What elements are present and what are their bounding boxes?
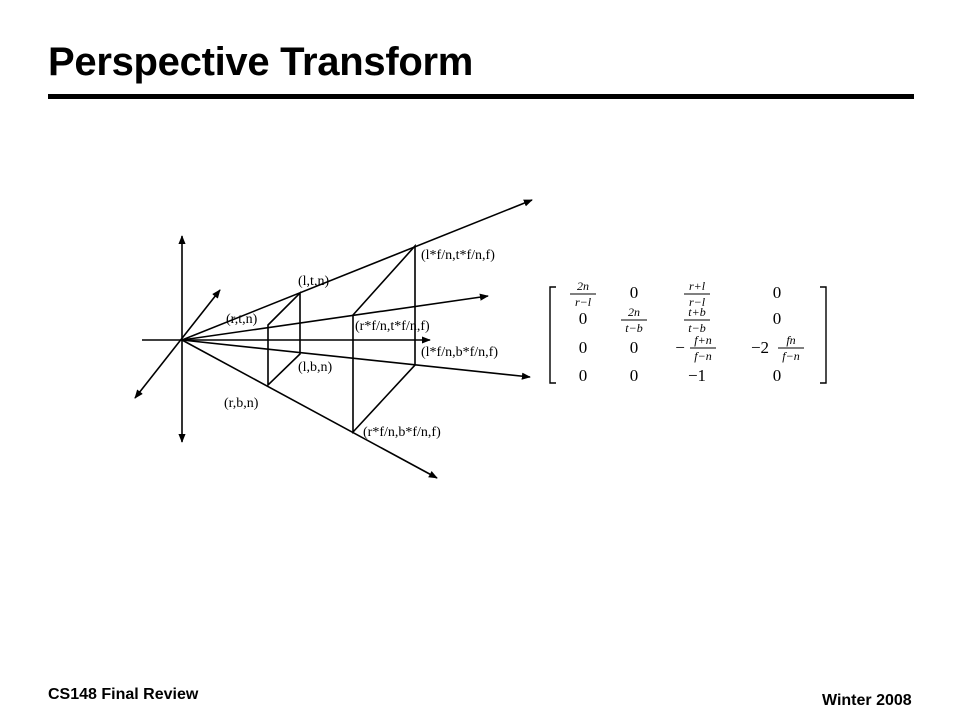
m13-num: r+l xyxy=(689,279,706,293)
near-plane xyxy=(267,291,301,387)
m24: 0 xyxy=(773,309,782,328)
m44: 0 xyxy=(773,366,782,385)
far-plane xyxy=(352,243,416,435)
title-underline xyxy=(48,94,914,99)
m11-num: 2n xyxy=(577,279,589,293)
m11-den: r−l xyxy=(575,295,592,309)
label-lbf: (l*f/n,b*f/n,f) xyxy=(421,345,498,360)
label-ltf: (l*f/n,t*f/n,f) xyxy=(421,248,495,263)
ray-top-right xyxy=(181,293,489,341)
ray-top-left xyxy=(181,199,533,341)
m33-den: f−n xyxy=(694,349,711,363)
m33-sign: − xyxy=(675,338,685,357)
depth-axis xyxy=(134,289,221,399)
footer-course: CS148 Final Review xyxy=(48,686,199,703)
m33-num: f+n xyxy=(694,333,711,347)
label-rtf: (r*f/n,t*f/n,f) xyxy=(355,319,430,334)
label-rtn: (r,t,n) xyxy=(226,312,258,327)
m23-den: t−b xyxy=(688,321,705,335)
m32: 0 xyxy=(630,338,639,357)
matrix-left-bracket xyxy=(549,286,556,384)
m22-num: 2n xyxy=(628,305,640,319)
m31: 0 xyxy=(579,338,588,357)
matrix-right-bracket xyxy=(820,286,827,384)
m34-den: f−n xyxy=(782,349,799,363)
footer-term: Winter 2008 xyxy=(822,692,912,709)
m22-den: t−b xyxy=(625,321,642,335)
m34-prefix: −2 xyxy=(751,338,769,357)
m12: 0 xyxy=(630,283,639,302)
ray-bottom-left xyxy=(181,339,531,380)
ray-bottom-right xyxy=(181,339,438,479)
m34-num: fn xyxy=(786,333,795,347)
label-ltn: (l,t,n) xyxy=(298,274,329,289)
m14: 0 xyxy=(773,283,782,302)
m43: −1 xyxy=(688,366,706,385)
m23-num: t+b xyxy=(688,305,705,319)
label-lbn: (l,b,n) xyxy=(298,360,333,375)
label-rbn: (r,b,n) xyxy=(224,396,259,411)
label-rbf: (r*f/n,b*f/n,f) xyxy=(363,425,441,440)
projection-matrix: 2n r−l 0 r+l r−l 0 0 2n t−b t+b t−b 0 0 … xyxy=(549,279,827,385)
m41: 0 xyxy=(579,366,588,385)
m21: 0 xyxy=(579,309,588,328)
slide-title: Perspective Transform xyxy=(48,40,474,84)
m42: 0 xyxy=(630,366,639,385)
m13-den: r−l xyxy=(689,295,706,309)
